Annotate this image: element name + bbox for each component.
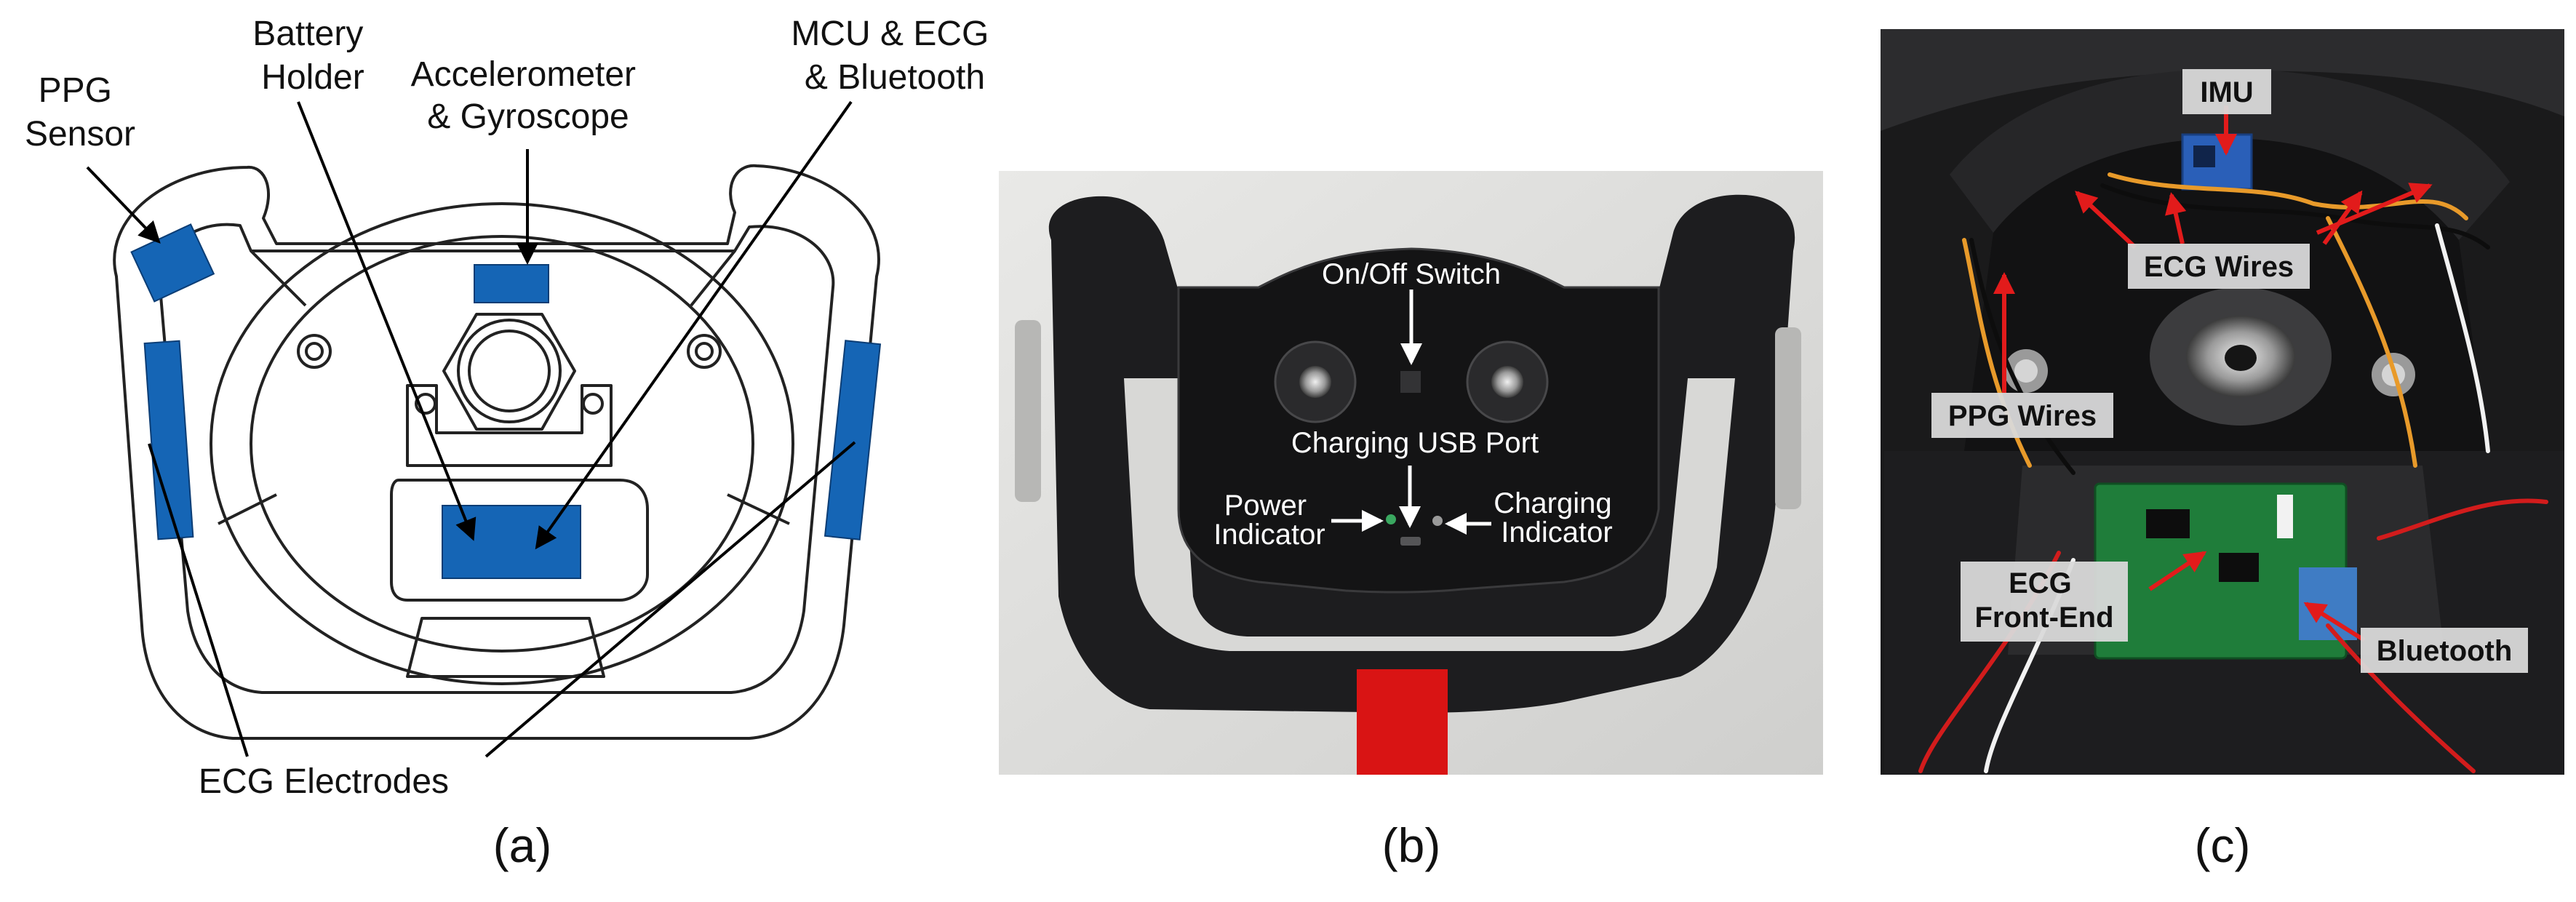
front-plate [1177,247,1660,594]
panel-b-photo: On/Off Switch Charging USB Port Power In… [999,171,1823,872]
battery-holder-outline [390,479,649,602]
svg-text:MCU & ECG & Bluetooth: MCU & ECG & Bluetooth [791,15,998,97]
svg-text:Accelerometer & Gyroscop: Accelerometer & Gyroscope [411,55,646,136]
panel-a-diagram: PPG Sensor Battery Holder Accelerometer … [25,15,998,872]
imu-board [2181,133,2253,191]
label-accel-2: & Gyroscope [427,97,629,136]
label-mcu-2: & Bluetooth [805,58,985,97]
right-metal-pad [1775,327,1801,509]
bluetooth-label-box [2361,628,2528,673]
label-power-2: Indicator [1213,519,1325,551]
svg-text:Battery Holder: Battery Holder [252,15,372,97]
on-off-switch [1400,371,1421,393]
label-power-1: Power [1224,490,1307,522]
label-battery-1: Battery [252,15,363,53]
label-ecg-electrodes: ECG Electrodes [199,762,449,801]
ppg-sensor-block [130,223,215,303]
ecg-electrode-left [143,340,194,540]
label-front-end-1: ECG [2009,567,2072,599]
label-ppg-2: Sensor [25,115,135,153]
label-battery-2: Holder [261,58,364,97]
ecg-front-end-label-box [1961,562,2128,642]
hub-outer [210,202,794,685]
ecg-electrode-right [824,340,882,540]
label-ppg-1: PPG [39,71,112,110]
label-ppg-wires: PPG Wires [1948,400,2097,432]
caption-c: (c) [2195,818,2251,872]
left-metal-pad [1015,320,1041,502]
ecg-wires-label-box [2128,244,2310,289]
label-on-off-switch: On/Off Switch [1322,258,1501,290]
label-ecg-wires: ECG Wires [2144,251,2294,283]
usb-port [1400,537,1421,546]
label-front-end-2: Front-End [1974,602,2113,634]
caption-a: (a) [493,818,552,872]
red-tape [1357,669,1448,775]
yoke-inner-outline [158,223,835,694]
yoke-opening [1124,378,1735,651]
svg-text:Power Indicator: Power Indicator [1213,490,1325,551]
label-charging-2: Indicator [1501,516,1612,548]
label-charging-1: Charging [1494,487,1611,519]
svg-text:PPG Sensor: PPG Sensor [25,71,135,153]
panel-c-photo: IMU ECG Wires PPG Wires ECG Front-End Bl… [1881,29,2564,872]
ppg-wires-label-box [1931,393,2113,438]
imu-label-box [2182,69,2271,114]
charging-led [1432,516,1443,526]
label-mcu-1: MCU & ECG [791,15,989,53]
power-led [1386,514,1396,524]
label-charging-usb-port: Charging USB Port [1291,427,1539,459]
label-bluetooth: Bluetooth [2377,635,2513,667]
yoke-outline [113,164,880,740]
label-imu: IMU [2200,76,2253,108]
svg-text:ECG Front-End: ECG Front-End [1974,567,2113,634]
label-accel-1: Accelerometer [411,55,636,94]
caption-b: (b) [1382,818,1441,872]
imu-block [474,264,549,303]
svg-text:Charging Indicator: Charging Indicator [1494,487,1619,548]
